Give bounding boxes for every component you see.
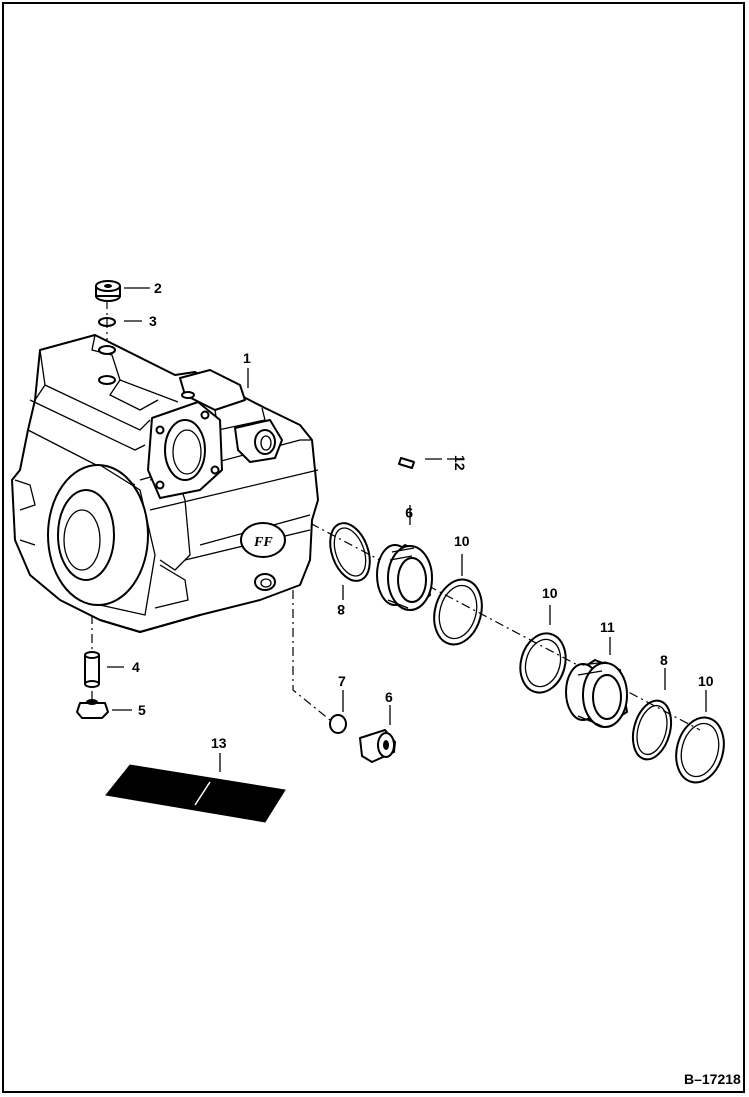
callout-12: 12	[452, 455, 468, 471]
transmission-housing: FF	[11, 334, 319, 633]
callout-2: 2	[154, 280, 162, 296]
part-8-snap-ring-left	[329, 522, 371, 600]
callout-7: 7	[338, 673, 346, 689]
part-5-plug	[76, 699, 132, 719]
part-2-plug	[95, 280, 150, 302]
callout-9: 9	[405, 505, 413, 521]
part-10-retaining-ring-a	[433, 554, 483, 646]
part-11-seal-ring	[565, 637, 628, 728]
part-12-pin	[398, 457, 462, 469]
part-13-decal	[105, 753, 286, 823]
callout-10-c: 10	[698, 673, 714, 689]
callout-11: 11	[600, 619, 615, 635]
callout-labels: 1 2 3 4 5 6 7 8 8 9 10 10 10 11 12 13	[132, 280, 714, 751]
callout-1: 1	[243, 350, 251, 366]
callout-8-left: 8	[337, 602, 345, 618]
callout-10-a: 10	[454, 533, 470, 549]
svg-text:FF: FF	[253, 535, 273, 550]
part-8-snap-ring-right	[631, 668, 673, 761]
part-9-seal-ring	[376, 505, 433, 611]
part-7-o-ring	[329, 690, 347, 734]
callout-3: 3	[149, 313, 157, 329]
figure-reference: B–17218	[684, 1071, 741, 1087]
callout-6: 6	[385, 689, 393, 705]
callout-5: 5	[138, 702, 146, 718]
part-3-o-ring	[98, 317, 142, 327]
callout-13: 13	[211, 735, 227, 751]
part-10-retaining-ring-b	[519, 605, 567, 694]
part-6-plug	[359, 705, 396, 763]
part-4-dowel	[84, 651, 124, 688]
part-10-retaining-ring-c	[675, 690, 725, 784]
callout-8-right: 8	[660, 652, 668, 668]
callout-10-b: 10	[542, 585, 558, 601]
callout-4: 4	[132, 659, 140, 675]
